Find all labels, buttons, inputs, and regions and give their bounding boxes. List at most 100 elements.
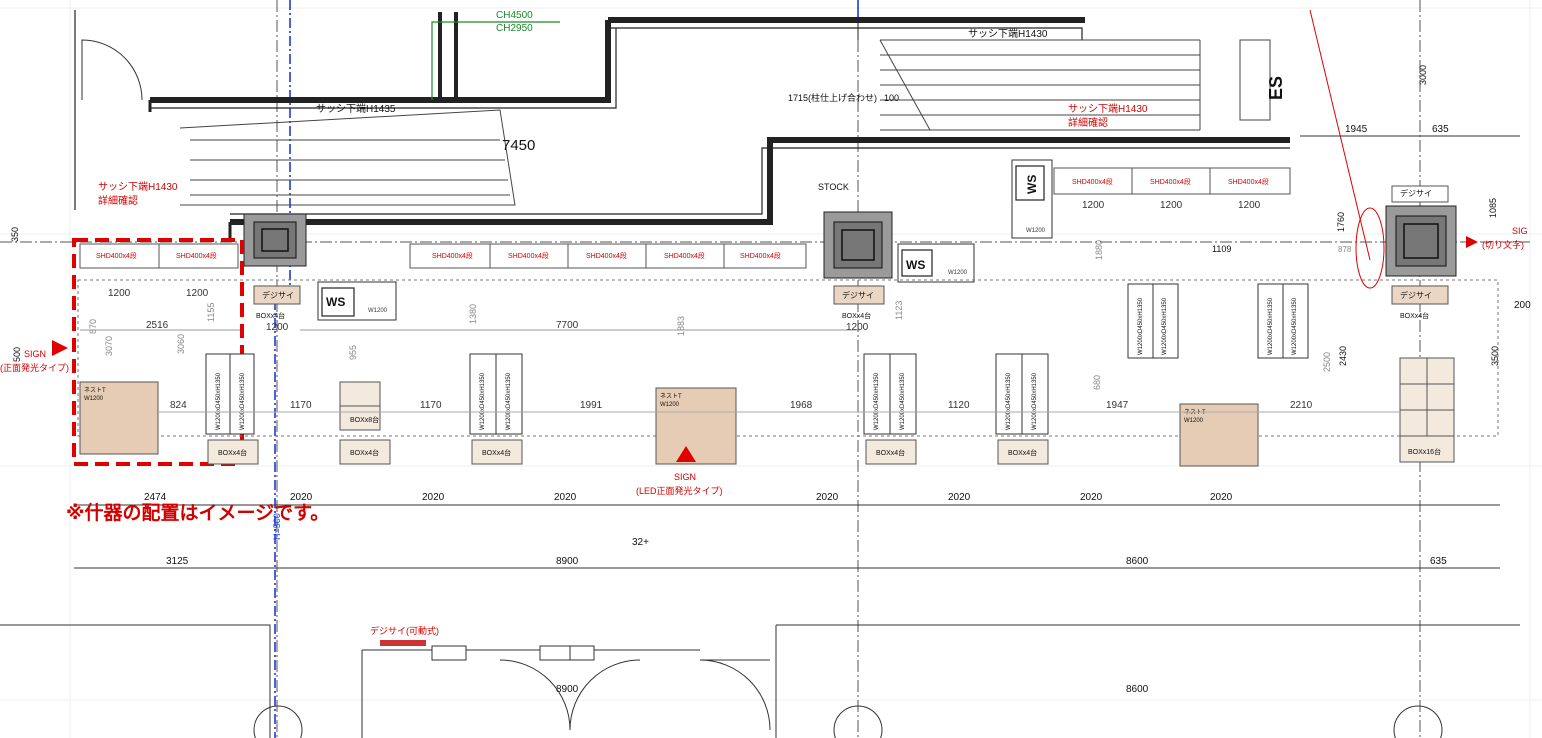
svg-text:W1200: W1200 (948, 270, 968, 276)
svg-text:2020: 2020 (422, 492, 445, 503)
svg-text:W1200xD450xH1350: W1200xD450xH1350 (1006, 372, 1012, 430)
red-leader-line (1309, 9, 1371, 261)
dim-870: 870 (88, 319, 98, 334)
svg-text:SHD400x4段: SHD400x4段 (1150, 177, 1191, 186)
row-dims: 824 1170 1170 1991 1968 1120 1947 2210 (170, 400, 1313, 411)
ws-label-2: WS (906, 258, 925, 272)
dim-3000: 3000 (1418, 65, 1428, 85)
ws-label-3: WS (326, 295, 345, 309)
svg-text:SHD400x4段: SHD400x4段 (96, 251, 137, 260)
svg-text:BOXx4台: BOXx4台 (1008, 448, 1037, 457)
svg-text:1991: 1991 (580, 400, 603, 411)
svg-text:635: 635 (1430, 556, 1447, 567)
svg-text:W1200xD450xH1350: W1200xD450xH1350 (900, 372, 906, 430)
dim-2500: 2500 (1322, 352, 1332, 372)
svg-text:W1200: W1200 (1184, 418, 1204, 424)
svg-text:3125: 3125 (166, 556, 189, 567)
sash-label-a: サッシ下端H1430 (968, 27, 1048, 40)
dim-1200-l2: 1200 (186, 288, 209, 299)
svg-text:2020: 2020 (290, 492, 313, 503)
dim-1760: 1760 (1336, 212, 1346, 232)
dim-1880: 1880 (1094, 240, 1104, 260)
dim-1200-r3: 1200 (1238, 200, 1261, 211)
columns (243, 205, 1457, 279)
svg-text:1170: 1170 (290, 400, 312, 411)
box-units (207, 357, 1455, 465)
svg-text:BOXx4台: BOXx4台 (842, 311, 871, 320)
dim-635: 635 (1432, 124, 1449, 135)
svg-text:ネストT: ネストT (84, 387, 106, 394)
stock-label: STOCK (818, 182, 849, 192)
svg-text:BOXx4台: BOXx4台 (218, 448, 247, 457)
svg-text:BOXx4台: BOXx4台 (256, 311, 285, 320)
sign-marker-right (1466, 236, 1478, 248)
dim-955: 955 (348, 345, 358, 360)
box-labels: BOXx4台 BOXx8台 BOXx4台 BOXx4台 BOXx4台 BOXx4… (218, 415, 1441, 457)
ws-station-3: WS W1200 (317, 281, 397, 321)
sign-mid-label: SIGN (674, 472, 696, 482)
svg-text:2020: 2020 (948, 492, 971, 503)
dim-1109: 1109 (1212, 244, 1231, 254)
svg-text:W1200: W1200 (84, 396, 104, 402)
svg-text:W1200: W1200 (660, 402, 680, 408)
dim-100: 100 (884, 93, 899, 103)
svg-text:1120: 1120 (948, 400, 970, 411)
svg-text:BOXx4台: BOXx4台 (482, 448, 511, 457)
dim-878: 878 (1338, 245, 1352, 254)
svg-text:W1200xD450xH1350: W1200xD450xH1350 (1138, 297, 1144, 355)
movable-digisign-label: デジサイ(可動式) (370, 625, 439, 636)
dim-3070: 3070 (104, 336, 114, 356)
shd-shelves-right: SHD400x4段 SHD400x4段 SHD400x4段 1200 1200 … (1053, 167, 1291, 211)
dim-1155: 1155 (206, 303, 216, 322)
sash-label-c: サッシ下端H1430 (98, 180, 178, 193)
dim-1380: 1380 (468, 304, 478, 324)
shelf-units (205, 283, 1309, 435)
svg-text:W1200xD450xH1350: W1200xD450xH1350 (1268, 297, 1274, 355)
dim-1200-r1: 1200 (1082, 200, 1105, 211)
svg-text:SHD400x4段: SHD400x4段 (1072, 177, 1113, 186)
floor-boundary (77, 279, 1499, 437)
svg-text:デジサイ: デジサイ (842, 290, 874, 300)
svg-text:BOXx4台: BOXx4台 (350, 448, 379, 457)
svg-text:W1200: W1200 (368, 308, 388, 314)
ch4500-label: CH4500 (496, 10, 533, 21)
svg-text:2474: 2474 (144, 492, 167, 503)
svg-text:デジサイ: デジサイ (1400, 188, 1432, 198)
dim-1085: 1085 (1488, 198, 1498, 218)
sign-mid-sub: (LED正面発光タイプ) (636, 485, 723, 496)
movable-digisign (380, 640, 426, 646)
dim-1200-m2: 1200 (846, 322, 869, 333)
sash-label-c-sub: 詳細確認 (98, 194, 138, 207)
svg-text:824: 824 (170, 400, 187, 411)
svg-text:SHD400x4段: SHD400x4段 (176, 251, 217, 260)
dim-1945: 1945 (1345, 124, 1368, 135)
svg-text:ネストT: ネストT (660, 393, 682, 400)
digisign-1: デジサイ BOXx4台 (253, 285, 301, 320)
svg-text:8600: 8600 (1126, 556, 1149, 567)
sign-right-sub: (切り文字) (1482, 239, 1524, 250)
green-line (431, 21, 560, 100)
svg-text:W1200xD450xH1350: W1200xD450xH1350 (874, 372, 880, 430)
es-label: ES (1266, 76, 1286, 100)
ch2950-label: CH2950 (496, 23, 533, 34)
svg-text:2020: 2020 (816, 492, 839, 503)
svg-text:SHD400x4段: SHD400x4段 (508, 251, 549, 260)
bottom-dims: 2474 2020 2020 2020 2020 2020 2020 2020 … (144, 492, 1447, 695)
dim-7450: 7450 (502, 137, 535, 154)
sash-label-b: サッシ下端H1435 (316, 102, 396, 115)
dim-500: 500 (12, 347, 22, 362)
svg-text:W1200xD450xH1350: W1200xD450xH1350 (1032, 372, 1038, 430)
svg-text:8600: 8600 (1126, 684, 1149, 695)
svg-text:W1200: W1200 (1026, 228, 1046, 234)
dim-1200-m1: 1200 (266, 322, 289, 333)
svg-text:W1200xD450xH1350: W1200xD450xH1350 (480, 372, 486, 430)
dim-7700: 7700 (556, 320, 579, 331)
svg-text:BOXx8台: BOXx8台 (350, 415, 379, 424)
highlight-zone (72, 238, 244, 466)
dim-1123: 1123 (894, 301, 904, 320)
svg-text:W1200xD450xH1350: W1200xD450xH1350 (1292, 297, 1298, 355)
svg-text:1968: 1968 (790, 400, 813, 411)
sign-right-label: SIG (1512, 226, 1528, 236)
svg-text:SHD400x4段: SHD400x4段 (740, 251, 781, 260)
